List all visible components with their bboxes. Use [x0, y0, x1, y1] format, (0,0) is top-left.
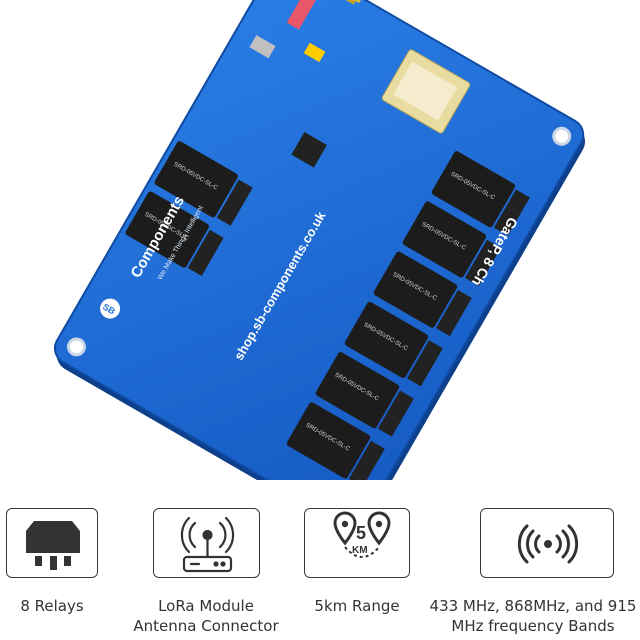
range-feature-label: 5km Range — [314, 597, 400, 615]
frequency-feature-label: 433 MHz, 868MHz, and 915 MHz frequency B… — [429, 597, 637, 635]
range-feature-card: 5 KM — [304, 508, 410, 578]
relay: SRD-05VDC-SL-C — [402, 201, 501, 286]
relay: SRD-05VDC-SL-C — [315, 352, 414, 437]
radio-waves-icon — [517, 524, 579, 564]
relay: SRD-05VDC-SL-C — [344, 301, 443, 387]
relay: SRD-05VDC-SL-C — [125, 191, 224, 276]
lora-feature-label: LoRa Module Antenna Connector — [133, 597, 279, 635]
lora-module — [381, 49, 471, 134]
relay: SRD-05VDC-SL-C — [431, 151, 530, 236]
lora-feature-card — [153, 508, 260, 578]
feature-row: 8 Relays LoRa Module Antenna Connector 5 — [0, 508, 640, 640]
mcu-chip — [291, 132, 327, 168]
range-unit: KM — [352, 545, 368, 556]
range-number: 5 — [356, 523, 366, 543]
brand-logo: SB — [100, 298, 121, 319]
relay-feature-card — [6, 508, 98, 578]
frequency-feature-card — [480, 508, 614, 578]
relay: SRD-05VDC-SL-C — [373, 251, 472, 337]
relay: SRD-05VDC-SL-C — [286, 402, 385, 480]
relay: SRD-05VDC-SL-C — [154, 141, 253, 226]
location-range-icon: 5 KM — [333, 511, 391, 558]
relay-feature-label: 8 Relays — [20, 597, 84, 615]
lora-antenna-icon — [180, 516, 235, 573]
relay-icon — [26, 521, 80, 570]
